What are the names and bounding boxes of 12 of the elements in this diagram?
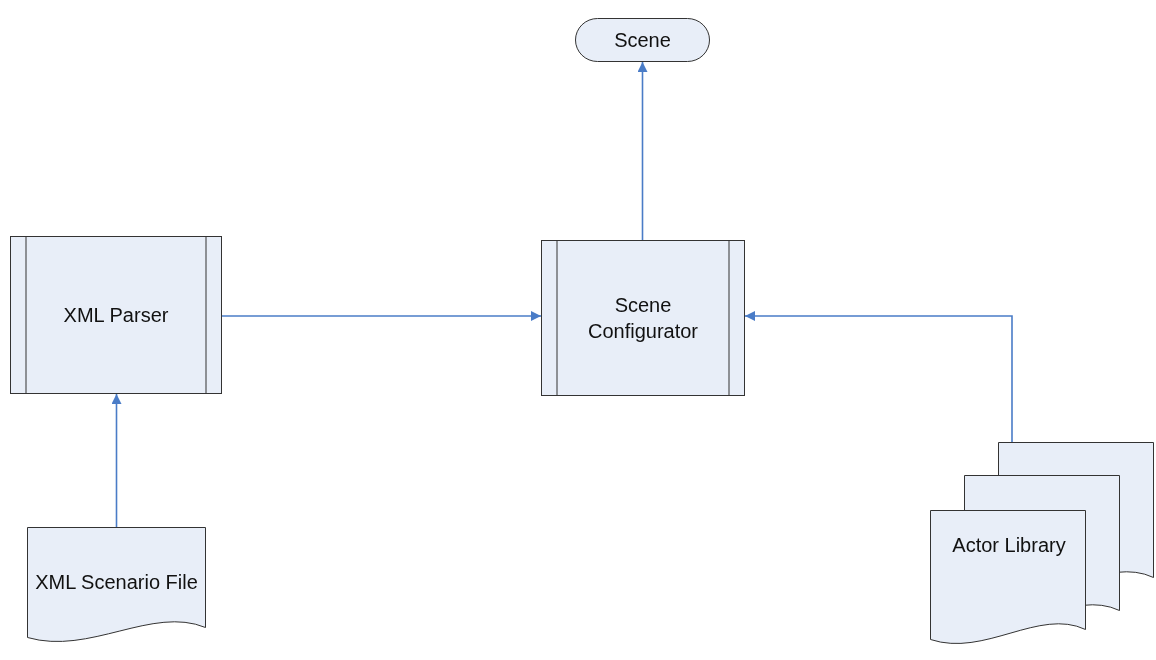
arrow xyxy=(221,311,542,321)
predefined-process-box xyxy=(541,240,745,396)
arrow xyxy=(637,61,648,241)
predefined-process-box xyxy=(10,236,222,394)
arrow xyxy=(744,311,1013,443)
node-label: Scene Configurator xyxy=(586,293,700,344)
node-label: Actor Library xyxy=(952,533,1066,558)
node-label: XML Scenario File xyxy=(35,570,198,595)
node-label: XML Parser xyxy=(63,303,169,328)
terminator-shape xyxy=(575,18,710,62)
node-label: Scene xyxy=(614,28,671,53)
arrow xyxy=(111,393,122,528)
